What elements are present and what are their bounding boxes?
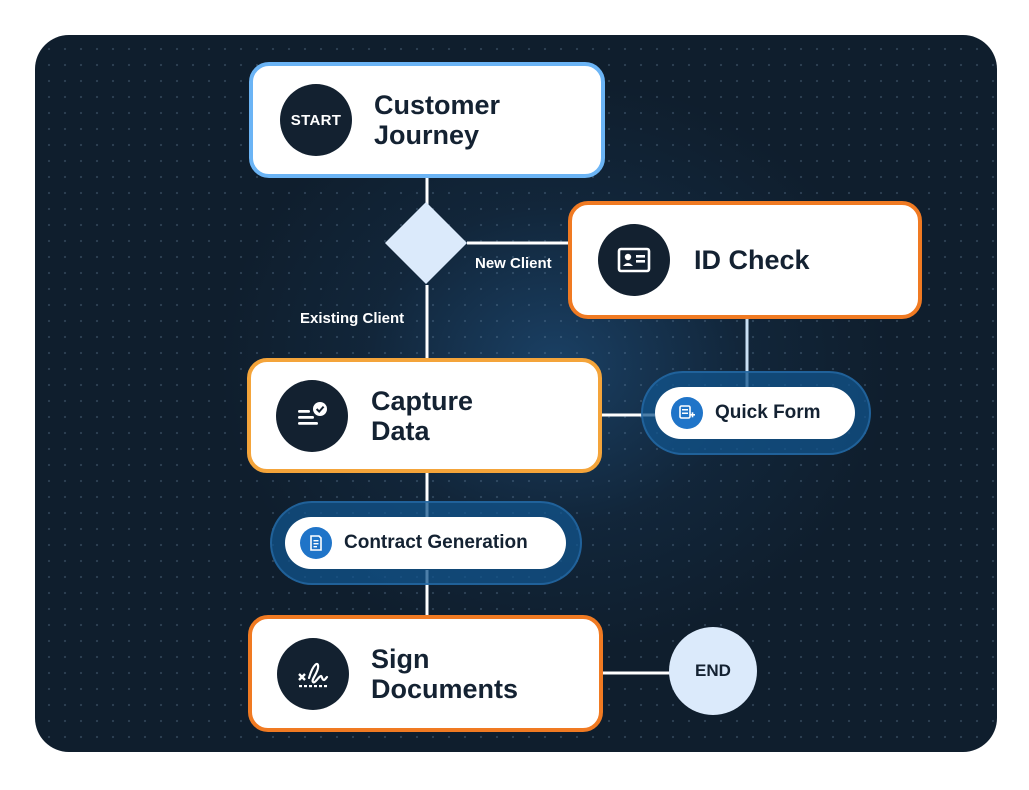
capture-data-node[interactable]: Capture Data [247,358,602,473]
edge-label-new-client: New Client [475,255,552,272]
end-label: END [695,661,731,680]
signature-icon [277,637,349,710]
connector-lines [425,177,749,675]
start-badge: START [280,84,352,156]
sign-documents-node[interactable]: Sign Documents [248,615,603,732]
start-node[interactable]: START Customer Journey [249,62,605,178]
id-check-node[interactable]: ID Check [568,201,922,319]
quick-form-label: Quick Form [715,402,821,423]
capture-data-title: Capture Data [371,385,474,446]
id-check-title: ID Check [694,245,810,275]
contract-generation-pill[interactable]: Contract Generation [285,517,566,569]
form-add-icon [671,397,703,429]
checklist-icon [276,379,348,452]
document-icon [300,527,332,559]
start-node-title: Customer Journey [374,90,501,150]
quick-form-pill[interactable]: Quick Form [655,387,855,439]
contract-generation-label: Contract Generation [344,532,528,553]
id-card-icon [598,224,670,296]
edge-label-existing-client: Existing Client [300,310,405,327]
sign-documents-title: Sign Documents [371,643,519,704]
diagram-canvas: START Customer Journey New Client Existi… [35,35,997,752]
end-node[interactable]: END [669,627,757,715]
